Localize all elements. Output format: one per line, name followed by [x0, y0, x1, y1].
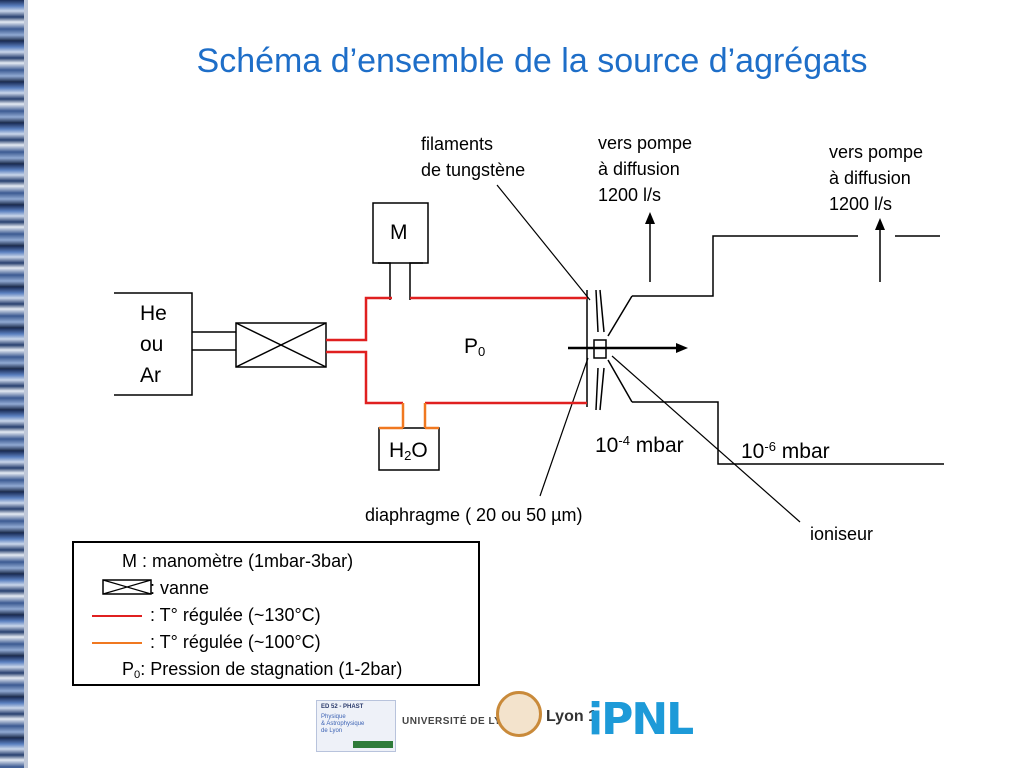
manometer-stem-left	[378, 262, 391, 300]
skimmer-lower	[607, 359, 633, 403]
legend-valve-icon	[102, 579, 152, 595]
legend-p0: P0: Pression de stagnation (1-2bar)	[122, 659, 403, 681]
filament-lower-b	[599, 367, 605, 411]
filament-upper-a	[595, 289, 599, 333]
legend-red-line	[92, 615, 142, 617]
manometer-label: M	[390, 221, 408, 244]
water-box	[378, 427, 440, 471]
red-pipe-top-left	[326, 296, 392, 342]
pressure-label-2: 10-6 mbar	[741, 439, 830, 463]
lyon1-emblem-icon	[496, 691, 542, 737]
pump-arrow-2-head	[875, 218, 885, 230]
legend-box: M : manomètre (1mbar-3bar) : vanne : T° …	[72, 541, 480, 686]
ionizer-leader	[611, 355, 801, 523]
skimmer-upper	[607, 295, 633, 337]
stagnation-pressure-label: P0	[464, 335, 486, 359]
filament-lower-a	[595, 367, 599, 411]
filaments-leader	[496, 184, 591, 301]
manometer-box	[372, 202, 429, 264]
universite-de-lyon-logo: UNIVERSITÉ DE LYON	[402, 716, 518, 727]
legend-valve: : vanne	[150, 578, 210, 598]
legend-orange-line	[92, 642, 142, 644]
side-photo-strip	[0, 0, 28, 768]
beam-arrowhead	[676, 343, 688, 353]
legend-orange: : T° régulée (~100°C)	[150, 632, 321, 652]
diaphragm-label: diaphragme ( 20 ou 50 µm)	[365, 505, 583, 525]
manometer-stem-right	[409, 262, 423, 300]
gas-box-outline	[114, 292, 193, 396]
chamber-lower-wall	[632, 401, 944, 465]
water-label: H2O	[389, 439, 428, 463]
diaphragm-leader	[539, 357, 589, 497]
legend-manometer: M : manomètre (1mbar-3bar)	[122, 551, 354, 571]
valve-cross-2	[235, 322, 327, 368]
ipnl-logo: iPNL	[588, 694, 694, 745]
phast-logo: ED 52 - PHAST Physique & Astrophysique d…	[316, 700, 396, 752]
ionizer-label: ioniseur	[810, 524, 874, 544]
chamber-upper-wall	[632, 235, 858, 297]
valve-symbol	[235, 322, 327, 368]
red-pipe-bottom	[326, 350, 403, 405]
pressure-label-1: 10-4 mbar	[595, 433, 684, 457]
filament-upper-b	[599, 289, 605, 333]
pump-arrow-1-head	[645, 212, 655, 224]
page-title: Schéma d’ensemble de la source d’agrégat…	[196, 42, 868, 80]
legend-red: : T° régulée (~130°C)	[150, 605, 321, 625]
lyon1-logo-text: Lyon 1	[546, 708, 597, 725]
